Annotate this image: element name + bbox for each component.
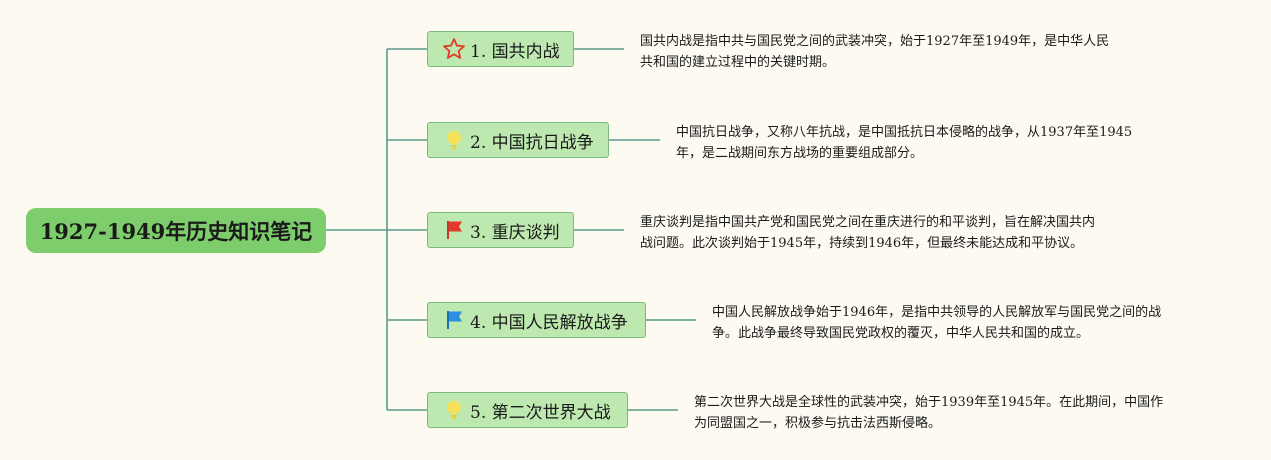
blue-flag-icon [442, 308, 466, 332]
branch-node-2[interactable]: 2. 中国抗日战争 [427, 122, 609, 158]
branch-node-5[interactable]: 5. 第二次世界大战 [427, 392, 628, 428]
note-line: 共和国的建立过程中的关键时期。 [640, 55, 836, 70]
note-line: 年，是二战期间东方战场的重要组成部分。 [676, 146, 924, 161]
star-icon [442, 37, 466, 61]
branch-note-3[interactable]: 重庆谈判是指中国共产党和国民党之间在重庆进行的和平谈判，旨在解决国共内 战问题。… [640, 212, 1095, 254]
root-title: 1927-1949年历史知识笔记 [39, 218, 313, 244]
note-line: 争。此战争最终导致国民党政权的覆灭，中华人民共和国的成立。 [712, 326, 1090, 341]
branch-label-2: 2. 中国抗日战争 [470, 132, 594, 153]
branch-label-4: 4. 中国人民解放战争 [470, 312, 628, 333]
note-line: 中国抗日战争，又称八年抗战，是中国抵抗日本侵略的战争，从1937年至1945 [676, 125, 1133, 140]
note-line: 为同盟国之一，积极参与抗击法西斯侵略。 [694, 416, 942, 431]
branch-label-3: 3. 重庆谈判 [470, 222, 560, 243]
note-line: 国共内战是指中共与国民党之间的武装冲突，始于1927年至1949年，是中华人民 [640, 34, 1110, 49]
branch-note-4[interactable]: 中国人民解放战争始于1946年，是指中共领导的人民解放军与国民党之间的战 争。此… [712, 302, 1161, 344]
lightbulb-icon [442, 128, 466, 152]
note-line: 第二次世界大战是全球性的武装冲突，始于1939年至1945年。在此期间，中国作 [694, 395, 1164, 410]
red-flag-icon [442, 218, 466, 242]
root-topic[interactable]: 1927-1949年历史知识笔记 [26, 208, 326, 253]
branch-label-5: 5. 第二次世界大战 [470, 402, 611, 423]
note-line: 重庆谈判是指中国共产党和国民党之间在重庆进行的和平谈判，旨在解决国共内 [640, 215, 1096, 230]
note-line: 战问题。此次谈判始于1945年，持续到1946年，但最终未能达成和平协议。 [640, 236, 1084, 251]
branch-node-4[interactable]: 4. 中国人民解放战争 [427, 302, 646, 338]
branch-note-5[interactable]: 第二次世界大战是全球性的武装冲突，始于1939年至1945年。在此期间，中国作 … [694, 392, 1163, 434]
branch-node-1[interactable]: 1. 国共内战 [427, 31, 574, 67]
note-line: 中国人民解放战争始于1946年，是指中共领导的人民解放军与国民党之间的战 [712, 305, 1162, 320]
branch-label-1: 1. 国共内战 [470, 41, 560, 62]
branch-note-1[interactable]: 国共内战是指中共与国民党之间的武装冲突，始于1927年至1949年，是中华人民 … [640, 31, 1109, 73]
branch-note-2[interactable]: 中国抗日战争，又称八年抗战，是中国抵抗日本侵略的战争，从1937年至1945 年… [676, 122, 1132, 164]
branch-node-3[interactable]: 3. 重庆谈判 [427, 212, 574, 248]
lightbulb-icon [442, 398, 466, 422]
